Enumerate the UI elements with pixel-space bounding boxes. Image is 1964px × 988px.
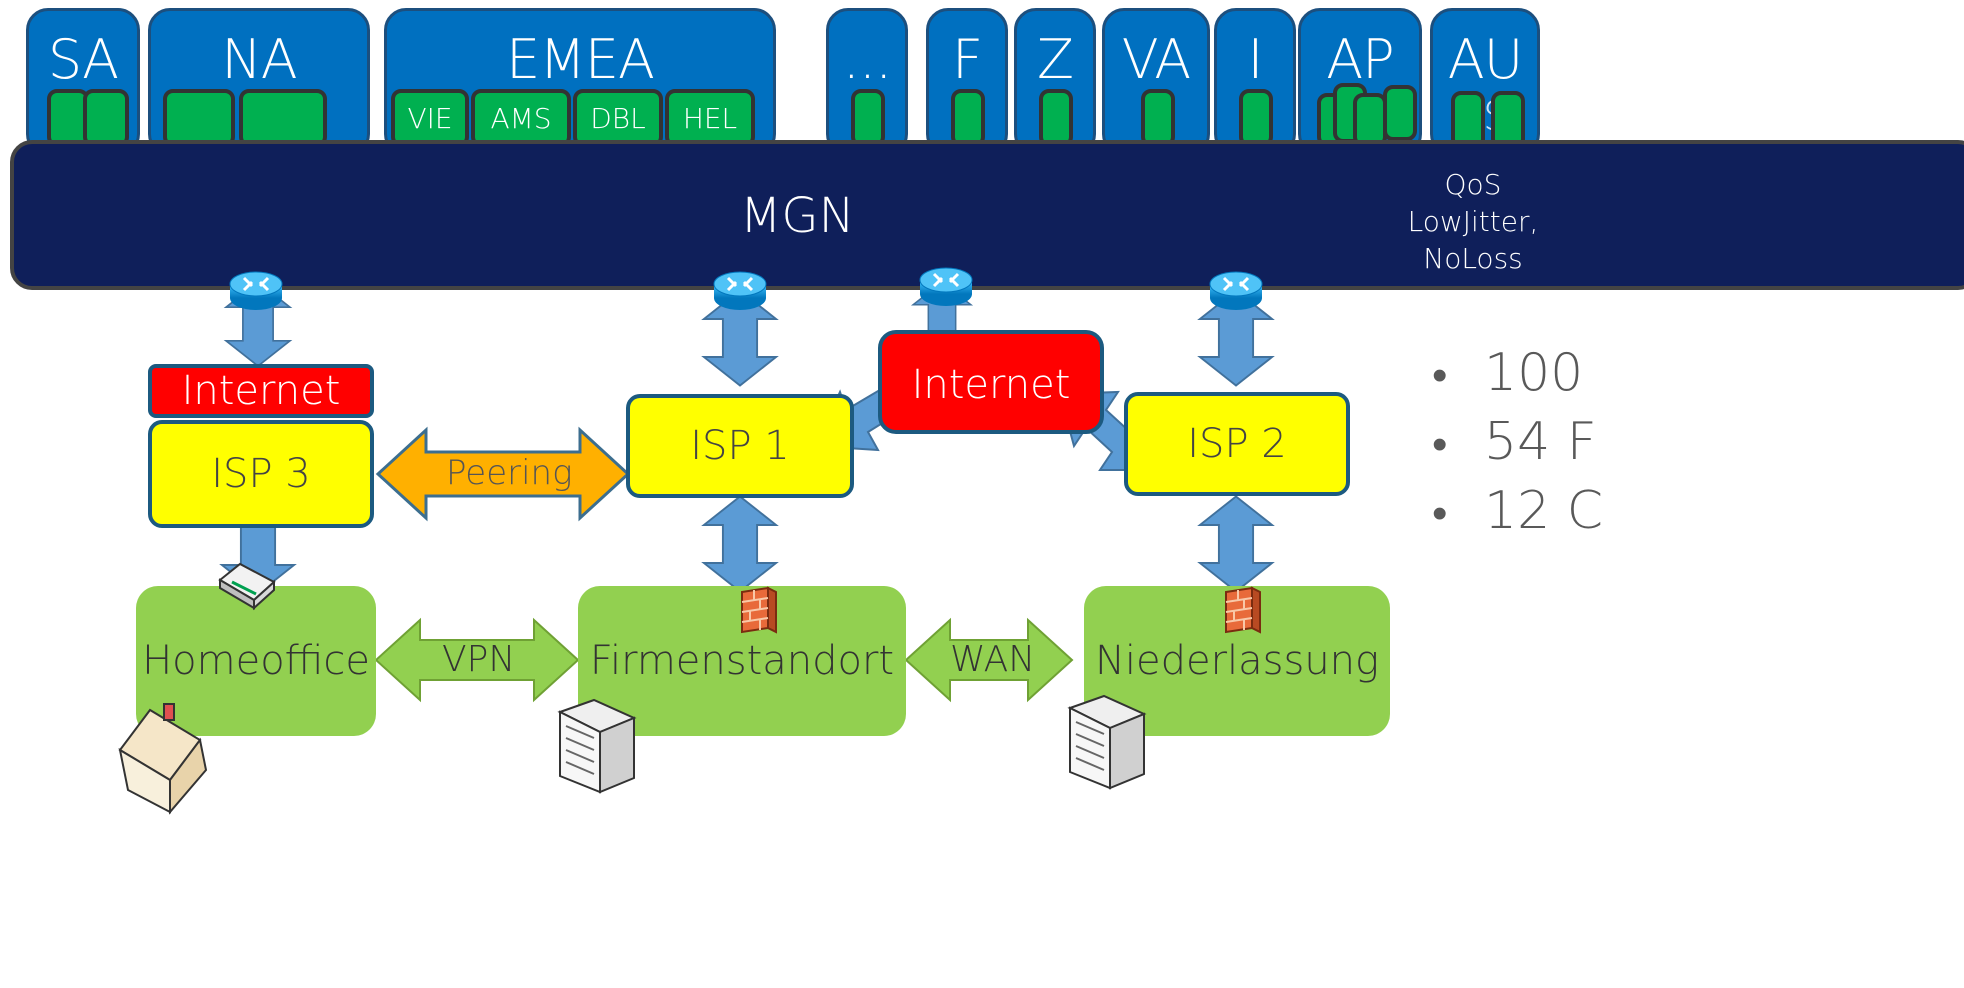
isp1-label: ISP 1 <box>690 423 790 469</box>
niederlassung-label: Niederlassung <box>1094 638 1380 684</box>
isp1-box: ISP 1 <box>626 394 854 498</box>
isp3-box: ISP 3 <box>148 420 374 528</box>
region-emea-label: EMEA <box>506 28 655 91</box>
bullet-item: 54 F <box>1432 409 1964 478</box>
region-more-label: ... <box>842 28 893 91</box>
router-icon <box>229 271 283 310</box>
isp2-label: ISP 2 <box>1187 421 1287 467</box>
isp3-label: ISP 3 <box>211 451 311 497</box>
region-va: VA <box>1102 8 1210 156</box>
site-box <box>1239 89 1273 147</box>
bullet-list: 100 54 F 12 C <box>1432 340 1964 547</box>
region-i-label: I <box>1247 28 1264 91</box>
homeoffice-box: Homeoffice <box>136 586 376 736</box>
wan-label: WAN <box>950 639 1036 680</box>
mgn-backbone <box>10 140 1964 290</box>
qos-label: QoS LowJitter, NoLoss <box>1404 166 1542 277</box>
vpn-label: VPN <box>442 639 516 680</box>
link-arrow <box>702 495 778 593</box>
peering-label: Peering <box>446 453 573 493</box>
region-na-label: NA <box>221 28 297 91</box>
region-au-label: AU <box>1447 28 1523 91</box>
site-ams-label: AMS <box>490 101 552 135</box>
firmenstandort-label: Firmenstandort <box>589 638 895 684</box>
region-z-label: Z <box>1037 28 1074 91</box>
site-box <box>851 89 885 147</box>
wan-arrow <box>904 617 1074 703</box>
site-hel: HEL <box>665 89 755 147</box>
mgn-label: MGN <box>740 188 855 244</box>
region-ap: AP <box>1298 8 1422 156</box>
site-box <box>239 89 327 147</box>
site-box <box>1383 85 1417 141</box>
site-hel-label: HEL <box>682 101 738 135</box>
site-box <box>951 89 985 147</box>
region-va-label: VA <box>1121 28 1191 91</box>
bullet-item: 12 C <box>1432 478 1964 547</box>
internet-center-label: Internet <box>911 362 1071 408</box>
link-arrow <box>1198 495 1274 593</box>
router-icon <box>1209 271 1263 310</box>
qos-line-3: NoLoss <box>1423 242 1523 275</box>
site-box <box>1141 89 1175 147</box>
internet-left-label: Internet <box>181 368 341 414</box>
site-box <box>83 89 129 147</box>
internet-center-box: Internet <box>878 330 1104 434</box>
isp2-box: ISP 2 <box>1124 392 1350 496</box>
site-vie-label: VIE <box>407 101 453 135</box>
router-icon <box>919 267 973 306</box>
region-na: NA <box>148 8 370 156</box>
site-vie: VIE <box>391 89 469 147</box>
niederlassung-box: Niederlassung <box>1084 586 1390 736</box>
router-icon <box>713 271 767 310</box>
firmenstandort-box: Firmenstandort <box>578 586 906 736</box>
site-dbl: DBL <box>573 89 663 147</box>
internet-left-box: Internet <box>148 364 374 418</box>
region-f-label: F <box>951 28 983 91</box>
site-dbl-label: DBL <box>590 101 646 135</box>
qos-line-2: LowJitter, <box>1407 205 1539 238</box>
region-ap-label: AP <box>1326 28 1395 91</box>
qos-line-1: QoS <box>1444 168 1502 201</box>
region-sa-label: SA <box>47 28 119 91</box>
bullet-item: 100 <box>1432 340 1964 409</box>
homeoffice-label: Homeoffice <box>142 638 370 684</box>
